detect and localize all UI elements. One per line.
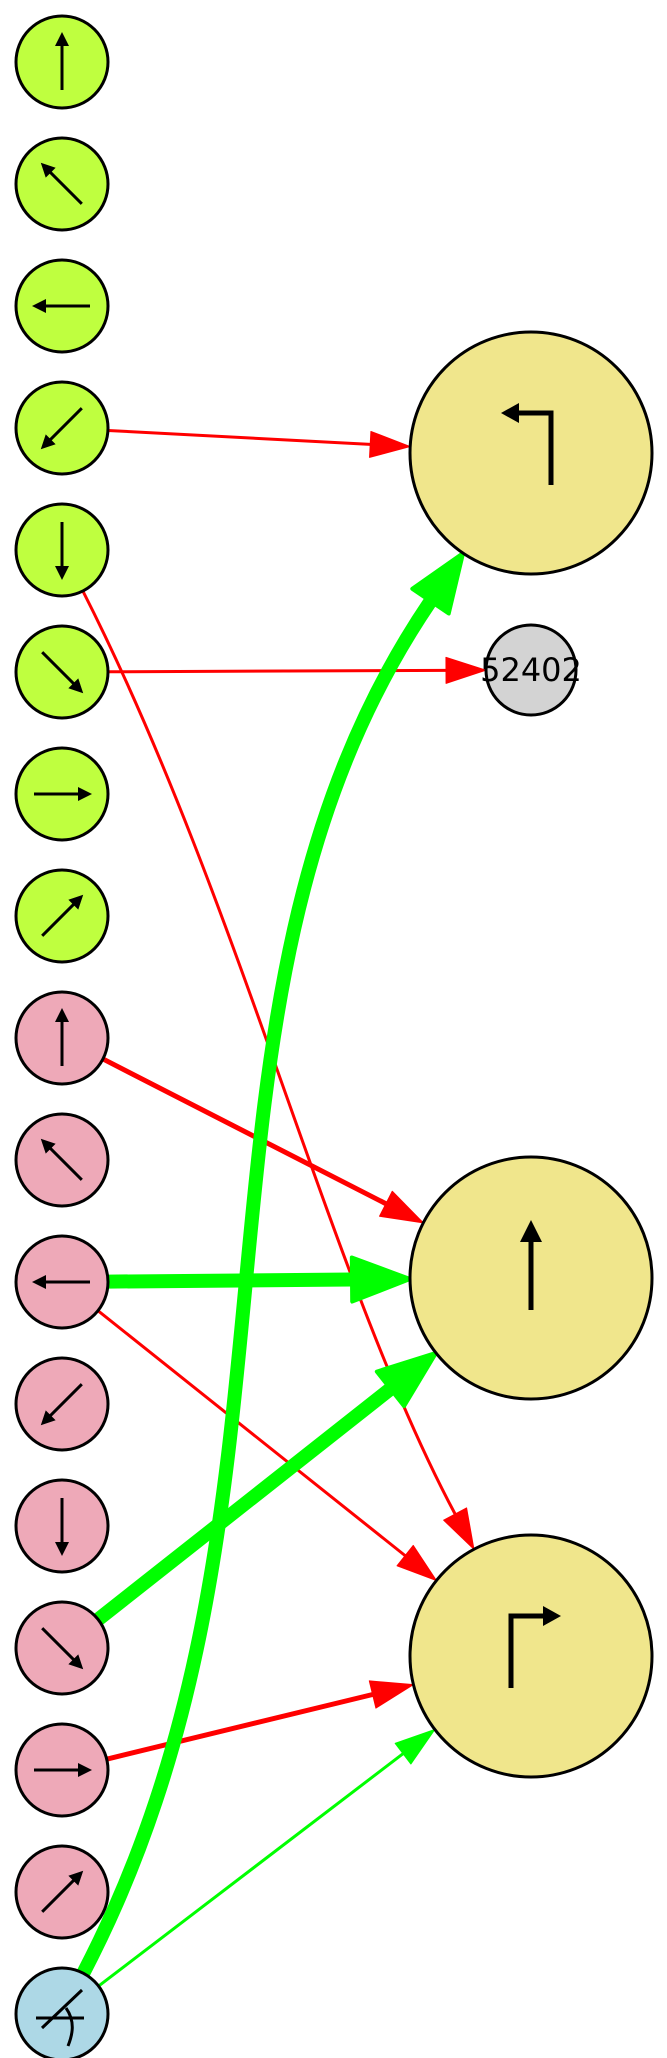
edge-pink-down-right-to-straight <box>91 1381 398 1627</box>
arrow-left-icon <box>32 299 90 313</box>
node-blue-junction <box>14 1966 110 2058</box>
edge-lime-down-left-to-turn-left <box>106 428 372 446</box>
node-turn-left <box>408 330 654 576</box>
edge-arrowhead-blue-junction-to-turn-right <box>394 1728 436 1765</box>
node-unknown: 52402 <box>480 623 582 717</box>
node-straight <box>408 1155 654 1401</box>
arrow-left-icon <box>32 1275 90 1289</box>
node-lime-up-right <box>14 868 110 964</box>
node-pink-up <box>14 990 110 1086</box>
edge-pink-right-to-turn-right <box>104 1692 376 1762</box>
edge-arrowhead-lime-down-right-to-unknown <box>445 656 487 684</box>
arrow-down-right-icon <box>41 1627 84 1670</box>
edge-arrowhead-pink-down-right-to-straight <box>374 1350 439 1409</box>
intersection-icon <box>36 1988 84 2047</box>
node-pink-left <box>14 1234 110 1330</box>
node-pink-up-left <box>14 1112 110 1208</box>
arrow-up-left-icon <box>40 1138 83 1181</box>
straight-icon <box>520 1220 542 1310</box>
node-lime-down-left <box>14 380 110 476</box>
arrow-up-icon <box>55 32 69 90</box>
node-lime-down <box>14 502 110 598</box>
arrow-up-icon <box>55 1008 69 1066</box>
edge-arrowhead-lime-down-to-turn-right <box>443 1507 475 1550</box>
turn-right-icon <box>508 1606 561 1688</box>
node-circle <box>408 1533 654 1779</box>
node-pink-up-right <box>14 1844 110 1940</box>
edge-arrowhead-lime-down-left-to-turn-left <box>369 430 411 458</box>
node-circle <box>484 623 578 717</box>
edge-blue-junction-to-turn-right <box>97 1752 405 1988</box>
arrow-down-icon <box>55 1498 69 1556</box>
node-circle <box>14 1966 110 2058</box>
node-lime-up <box>14 14 110 110</box>
node-pink-down-right <box>14 1600 110 1696</box>
node-lime-left <box>14 258 110 354</box>
edge-layer <box>76 428 487 1988</box>
turn-left-icon <box>501 403 554 485</box>
node-turn-right <box>408 1533 654 1779</box>
edge-pink-left-to-straight <box>100 1272 360 1289</box>
edge-arrowhead-pink-right-to-turn-right <box>368 1680 414 1709</box>
arrow-right-icon <box>34 1763 92 1777</box>
edge-blue-junction-to-turn-left <box>76 594 438 1981</box>
node-lime-right <box>14 746 110 842</box>
edge-arrowhead-blue-junction-to-turn-left <box>410 551 466 616</box>
node-lime-down-right <box>14 624 110 720</box>
edge-arrowhead-pink-up-to-straight <box>379 1190 424 1224</box>
node-pink-down <box>14 1478 110 1574</box>
arrow-up-right-icon <box>41 1870 84 1913</box>
node-layer: 52402 <box>14 14 654 2058</box>
arrow-down-icon <box>55 522 69 580</box>
node-pink-down-left <box>14 1356 110 1452</box>
edge-pink-up-to-straight <box>100 1056 389 1207</box>
node-label: 52402 <box>480 651 582 689</box>
arrow-down-left-icon <box>40 1383 83 1426</box>
node-lime-up-left <box>14 136 110 232</box>
node-pink-right <box>14 1722 110 1818</box>
arrow-right-icon <box>34 787 92 801</box>
edge-arrowhead-pink-left-to-turn-right <box>396 1544 437 1582</box>
node-circle <box>408 330 654 576</box>
edge-arrowhead-pink-left-to-straight <box>349 1255 413 1304</box>
edge-pink-left-to-turn-right <box>96 1309 407 1558</box>
